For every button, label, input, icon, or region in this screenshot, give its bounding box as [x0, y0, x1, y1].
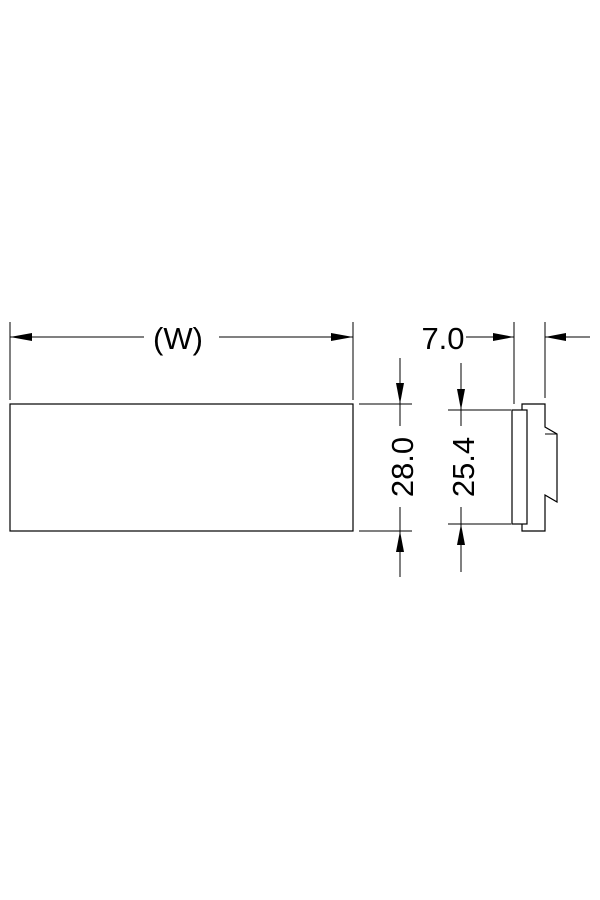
- outer-height-dimension: 28.0: [359, 358, 420, 577]
- front-view-outline: [9, 403, 354, 532]
- depth-arrow-right: [545, 333, 566, 341]
- depth-arrow-left: [493, 333, 514, 341]
- inner-height-arrow-bottom: [457, 524, 465, 545]
- inner-height-dimension: 25.4: [446, 363, 511, 572]
- profile-outer-body: [521, 403, 558, 532]
- width-dimension: (W): [9, 321, 354, 400]
- depth-dimension: 7.0: [421, 321, 590, 404]
- width-arrow-right: [331, 333, 353, 341]
- outer-height-arrow-top: [396, 383, 404, 404]
- inner-height-arrow-top: [457, 389, 465, 410]
- width-label: (W): [153, 321, 203, 356]
- width-arrow-left: [10, 333, 32, 341]
- side-view-profile: [511, 403, 558, 532]
- outer-height-arrow-bottom: [396, 531, 404, 552]
- outer-height-label: 28.0: [385, 437, 420, 497]
- inner-height-label: 25.4: [446, 437, 481, 497]
- profile-clip-bottom-edge: [544, 494, 558, 503]
- depth-label: 7.0: [421, 321, 464, 356]
- profile-inner-plate: [511, 409, 528, 525]
